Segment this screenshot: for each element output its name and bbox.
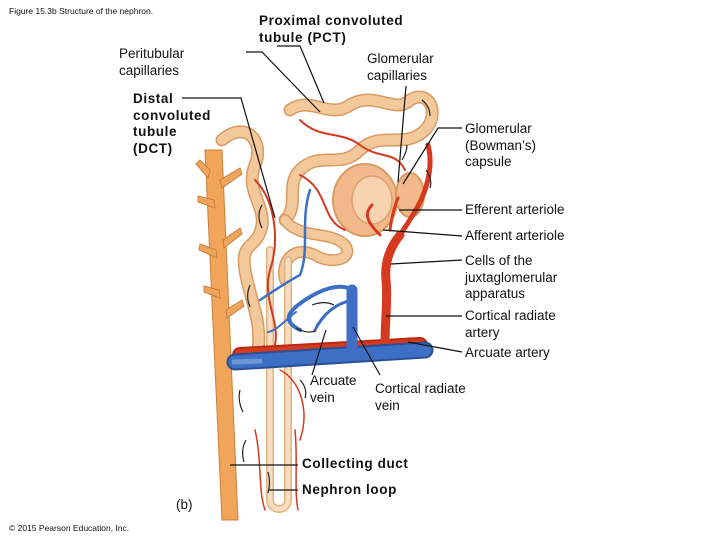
label-arcuate-vein: Arcuate vein [310,373,357,405]
label-arcuate-artery: Arcuate artery [465,345,550,360]
bowman-capsule-shape [332,163,425,237]
leader-lines [182,45,463,491]
label-peritubular-capillaries: Peritubular capillaries [119,46,185,78]
label-efferent-arteriole: Efferent arteriole [465,202,565,217]
label-juxtaglomerular-cells: Cells of the juxtaglomerular apparatus [465,253,558,301]
label-bowman-capsule: Glomerular (Bowman’s) capsule [465,121,537,169]
flow-arrows [238,99,432,494]
label-collecting-duct: Collecting duct [302,456,409,471]
label-afferent-arteriole: Afferent arteriole [465,228,565,243]
arcuate-vein-band [231,358,263,365]
label-pct: Proximal convoluted tubule (PCT) [259,13,404,45]
vein-shapes [226,188,434,371]
figure-caption: Figure 15.3b Structure of the nephron. [9,6,154,16]
label-glomerular-capillaries: Glomerular capillaries [367,51,434,83]
copyright-notice: © 2015 Pearson Education, Inc. [9,523,130,533]
label-nephron-loop: Nephron loop [302,482,397,497]
panel-label: (b) [176,497,193,512]
label-cortical-radiate-artery: Cortical radiate artery [465,308,556,340]
tubule-shapes [215,90,439,513]
label-dct: Distal convoluted tubule (DCT) [133,91,212,156]
collecting-duct-shape [195,149,245,521]
label-cortical-radiate-vein: Cortical radiate vein [375,381,466,413]
